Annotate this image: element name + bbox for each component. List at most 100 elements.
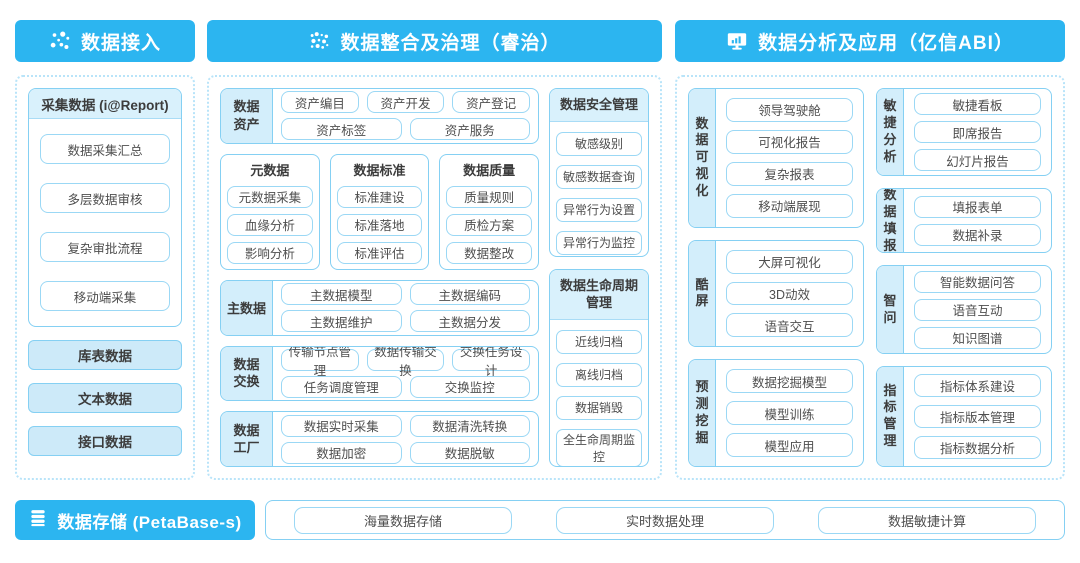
row-label: 数据资产 — [221, 89, 273, 143]
group-label: 数据填报 — [877, 189, 904, 253]
data-factory-row: 数据工厂 数据实时采集 数据清洗转换 数据加密 数据脱敏 — [220, 411, 539, 467]
governance-main-column: 数据资产 资产编目 资产开发 资产登记 资产标签 资产服务 元数据 — [220, 88, 540, 467]
data-quality-card: 数据质量 质量规则 质检方案 数据整改 — [439, 153, 540, 270]
data-exchange-row: 数据交换 传输节点管理 数据传输交换 交换任务设计 任务调度管理 交换监控 — [220, 345, 539, 402]
list-item: 复杂报表 — [726, 161, 853, 186]
list-item: 离线归档 — [556, 362, 642, 387]
list-item: 标准建设 — [336, 185, 423, 208]
collect-card-body: 数据采集汇总 多层数据审核 复杂审批流程 移动端采集 — [29, 119, 181, 326]
list-item: 指标数据分析 — [914, 435, 1041, 459]
list-item: 数据整改 — [446, 241, 533, 264]
list-item: 数据销毁 — [556, 395, 642, 420]
list-item: 数据加密 — [281, 441, 402, 464]
list-item: 资产编目 — [281, 91, 359, 114]
list-item: 指标体系建设 — [914, 373, 1041, 397]
list-item: 语音互动 — [914, 298, 1041, 321]
list-item: 标准评估 — [336, 241, 423, 264]
indicator-management-group: 指标管理 指标体系建设 指标版本管理 指标数据分析 — [876, 365, 1052, 467]
source-item: 库表数据 — [28, 340, 182, 370]
row-label: 数据工厂 — [221, 412, 273, 466]
data-standard-card: 数据标准 标准建设 标准落地 标准评估 — [329, 153, 430, 270]
list-item: 数据补录 — [914, 223, 1041, 246]
list-item: 敏感数据查询 — [556, 164, 642, 189]
list-item: 语音交互 — [726, 313, 853, 338]
list-item: 实时数据处理 — [556, 506, 774, 534]
list-item: 领导驾驶舱 — [726, 98, 853, 122]
list-item: 质检方案 — [446, 213, 533, 236]
group-label: 智问 — [877, 266, 904, 353]
collect-data-card: 采集数据 (i@Report) 数据采集汇总 多层数据审核 复杂审批流程 移动端… — [28, 88, 182, 327]
list-item: 多层数据审核 — [40, 183, 170, 213]
header-label: 数据分析及应用（亿信ABI） — [758, 32, 1014, 54]
list-item: 数据敏捷计算 — [818, 506, 1036, 534]
list-item: 数据挖掘模型 — [726, 369, 853, 394]
network-dots-icon — [49, 30, 71, 52]
list-item: 交换监控 — [409, 375, 530, 398]
list-item: 资产服务 — [409, 118, 530, 141]
source-item: 接口数据 — [28, 426, 182, 456]
header-data-access: 数据接入 — [15, 20, 195, 62]
header-data-governance: 数据整合及治理（睿治） — [207, 20, 662, 62]
list-item: 数据传输交换 — [366, 346, 445, 378]
group-label: 预测挖掘 — [689, 360, 716, 467]
list-item: 数据实时采集 — [281, 414, 402, 437]
list-item: 交换任务设计 — [452, 346, 531, 378]
list-item: 可视化报告 — [726, 129, 853, 154]
group-label: 指标管理 — [877, 366, 904, 466]
data-entry-group: 数据填报 填报表单 数据补录 — [876, 188, 1052, 254]
row-label: 数据交换 — [221, 346, 273, 401]
metadata-standard-quality-row: 元数据 元数据采集 血缘分析 影响分析 数据标准 标准建设 标准落地 标准评估 … — [220, 153, 540, 270]
data-lifecycle-card: 数据生命周期管理 近线归档 离线归档 数据销毁 全生命周期监控 — [549, 268, 649, 467]
database-icon — [28, 508, 48, 533]
metadata-card: 元数据 元数据采集 血缘分析 影响分析 — [220, 153, 320, 270]
list-item: 资产开发 — [366, 91, 445, 114]
cool-screen-group: 酷屏 大屏可视化 3D动效 语音交互 — [688, 239, 864, 348]
panel-data-access: 采集数据 (i@Report) 数据采集汇总 多层数据审核 复杂审批流程 移动端… — [15, 75, 195, 480]
analysis-left-column: 数据可视化 领导驾驶舱 可视化报告 复杂报表 移动端展现 酷屏 大屏可视化 3D… — [688, 88, 864, 468]
panel-data-governance: 数据资产 资产编目 资产开发 资产登记 资产标签 资产服务 元数据 — [207, 75, 662, 480]
list-item: 指标版本管理 — [914, 404, 1041, 428]
list-item: 资产标签 — [281, 118, 402, 141]
list-item: 模型训练 — [726, 401, 853, 426]
list-item: 元数据采集 — [227, 185, 313, 208]
list-item: 敏感级别 — [556, 131, 642, 156]
data-visualization-group: 数据可视化 领导驾驶舱 可视化报告 复杂报表 移动端展现 — [688, 88, 864, 228]
header-data-storage: 数据存储 (PetaBase-s) — [15, 500, 255, 540]
list-item: 资产登记 — [452, 91, 531, 114]
list-item: 知识图谱 — [914, 326, 1041, 349]
dot-cluster-icon — [308, 30, 330, 52]
header-label: 数据整合及治理（睿治） — [340, 32, 561, 54]
list-item: 质量规则 — [446, 185, 533, 208]
list-item: 异常行为设置 — [556, 197, 642, 222]
smart-qa-group: 智问 智能数据问答 语音互动 知识图谱 — [876, 265, 1052, 354]
list-item: 移动端展现 — [726, 193, 853, 218]
list-item: 即席报告 — [914, 121, 1041, 144]
list-item: 近线归档 — [556, 329, 642, 354]
list-item: 标准落地 — [336, 213, 423, 236]
list-item: 影响分析 — [227, 241, 313, 264]
list-item: 任务调度管理 — [281, 375, 402, 398]
list-item: 填报表单 — [914, 195, 1041, 218]
list-item: 复杂审批流程 — [40, 232, 170, 262]
source-item: 文本数据 — [28, 383, 182, 413]
list-item: 数据脱敏 — [409, 441, 530, 464]
list-item: 全生命周期监控 — [556, 428, 642, 466]
header-label: 数据接入 — [80, 32, 161, 54]
list-item: 幻灯片报告 — [914, 149, 1041, 172]
list-item: 3D动效 — [726, 281, 853, 306]
group-label: 数据可视化 — [689, 89, 716, 227]
list-item: 海量数据存储 — [294, 506, 512, 534]
predictive-mining-group: 预测挖掘 数据挖掘模型 模型训练 模型应用 — [688, 359, 864, 468]
header-data-analysis: 数据分析及应用（亿信ABI） — [675, 20, 1065, 62]
group-label: 敏捷分析 — [877, 89, 904, 176]
list-item: 模型应用 — [726, 433, 853, 458]
list-item: 移动端采集 — [40, 281, 170, 311]
list-item: 数据清洗转换 — [409, 414, 530, 437]
list-item: 异常行为监控 — [556, 230, 642, 255]
data-asset-row: 数据资产 资产编目 资产开发 资产登记 资产标签 资产服务 — [220, 88, 539, 144]
list-item: 敏捷看板 — [914, 93, 1041, 116]
master-data-row: 主数据 主数据模型 主数据编码 主数据维护 主数据分发 — [220, 279, 539, 336]
collect-card-title: 采集数据 (i@Report) — [29, 89, 181, 119]
list-item: 主数据编码 — [409, 283, 530, 306]
list-item: 数据采集汇总 — [40, 134, 170, 164]
